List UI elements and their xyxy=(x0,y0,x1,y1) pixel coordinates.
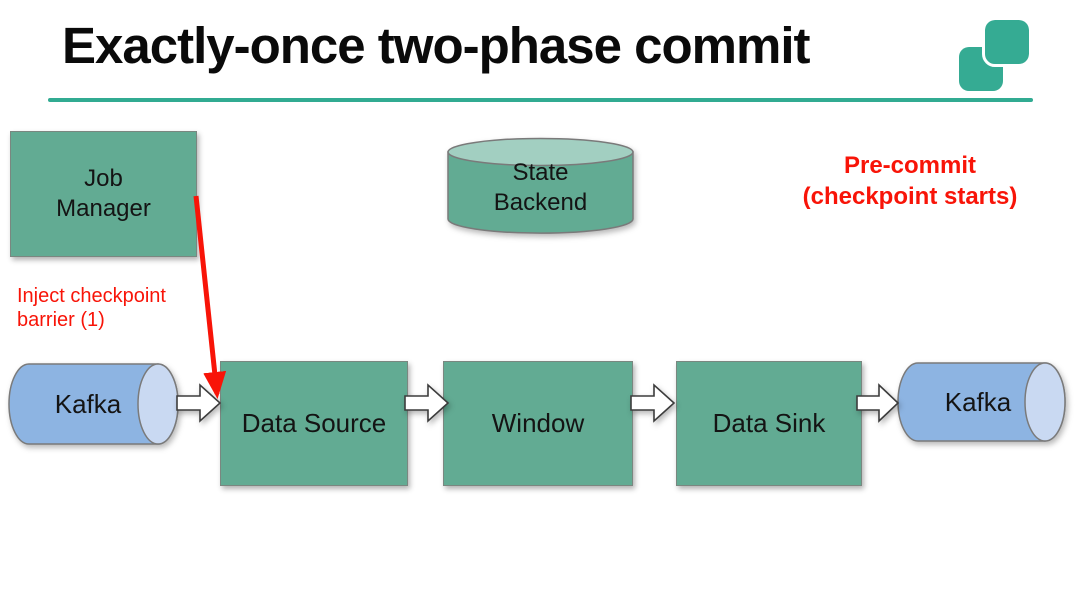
logo-front-square xyxy=(982,17,1032,67)
block-arrow-shape xyxy=(176,383,222,423)
state-backend-cylinder xyxy=(447,137,634,234)
kafka-sink-cylinder-cap xyxy=(1024,362,1066,442)
flow-arrow-window-to-sink-icon xyxy=(630,383,676,423)
block-arrow-shape xyxy=(630,383,676,423)
block-arrow-shape xyxy=(856,383,900,423)
kafka-sink-cylinder xyxy=(897,362,1066,442)
job-manager-node: Job Manager xyxy=(10,131,197,257)
pre-commit-annotation: Pre-commit (checkpoint starts) xyxy=(802,152,1018,211)
window-node: Window xyxy=(443,361,633,486)
data-source-label: Data Source xyxy=(241,408,387,439)
data-sink-node: Data Sink xyxy=(676,361,862,486)
state-backend-cylinder-top xyxy=(447,137,634,167)
job-manager-label: Job Manager xyxy=(56,165,151,222)
overlapping-squares-logo-icon xyxy=(956,16,1034,94)
flow-arrow-kafka-to-source-icon xyxy=(176,383,222,423)
inject-checkpoint-annotation: Inject checkpoint barrier (1) xyxy=(17,285,166,331)
data-sink-label: Data Sink xyxy=(712,408,826,439)
data-source-node: Data Source xyxy=(220,361,408,486)
flow-arrow-sink-to-kafka-icon xyxy=(856,383,900,423)
checkpoint-barrier-arrow-line xyxy=(193,195,227,399)
block-arrow-shape xyxy=(404,383,450,423)
title-underline xyxy=(48,98,1033,102)
page-title: Exactly-once two-phase commit xyxy=(62,17,811,74)
state-backend-cylinder-body xyxy=(447,151,634,234)
kafka-source-cylinder xyxy=(8,363,179,445)
window-label: Window xyxy=(491,408,585,439)
kafka-source-cylinder-cap xyxy=(137,363,179,445)
flow-arrow-source-to-window-icon xyxy=(404,383,450,423)
